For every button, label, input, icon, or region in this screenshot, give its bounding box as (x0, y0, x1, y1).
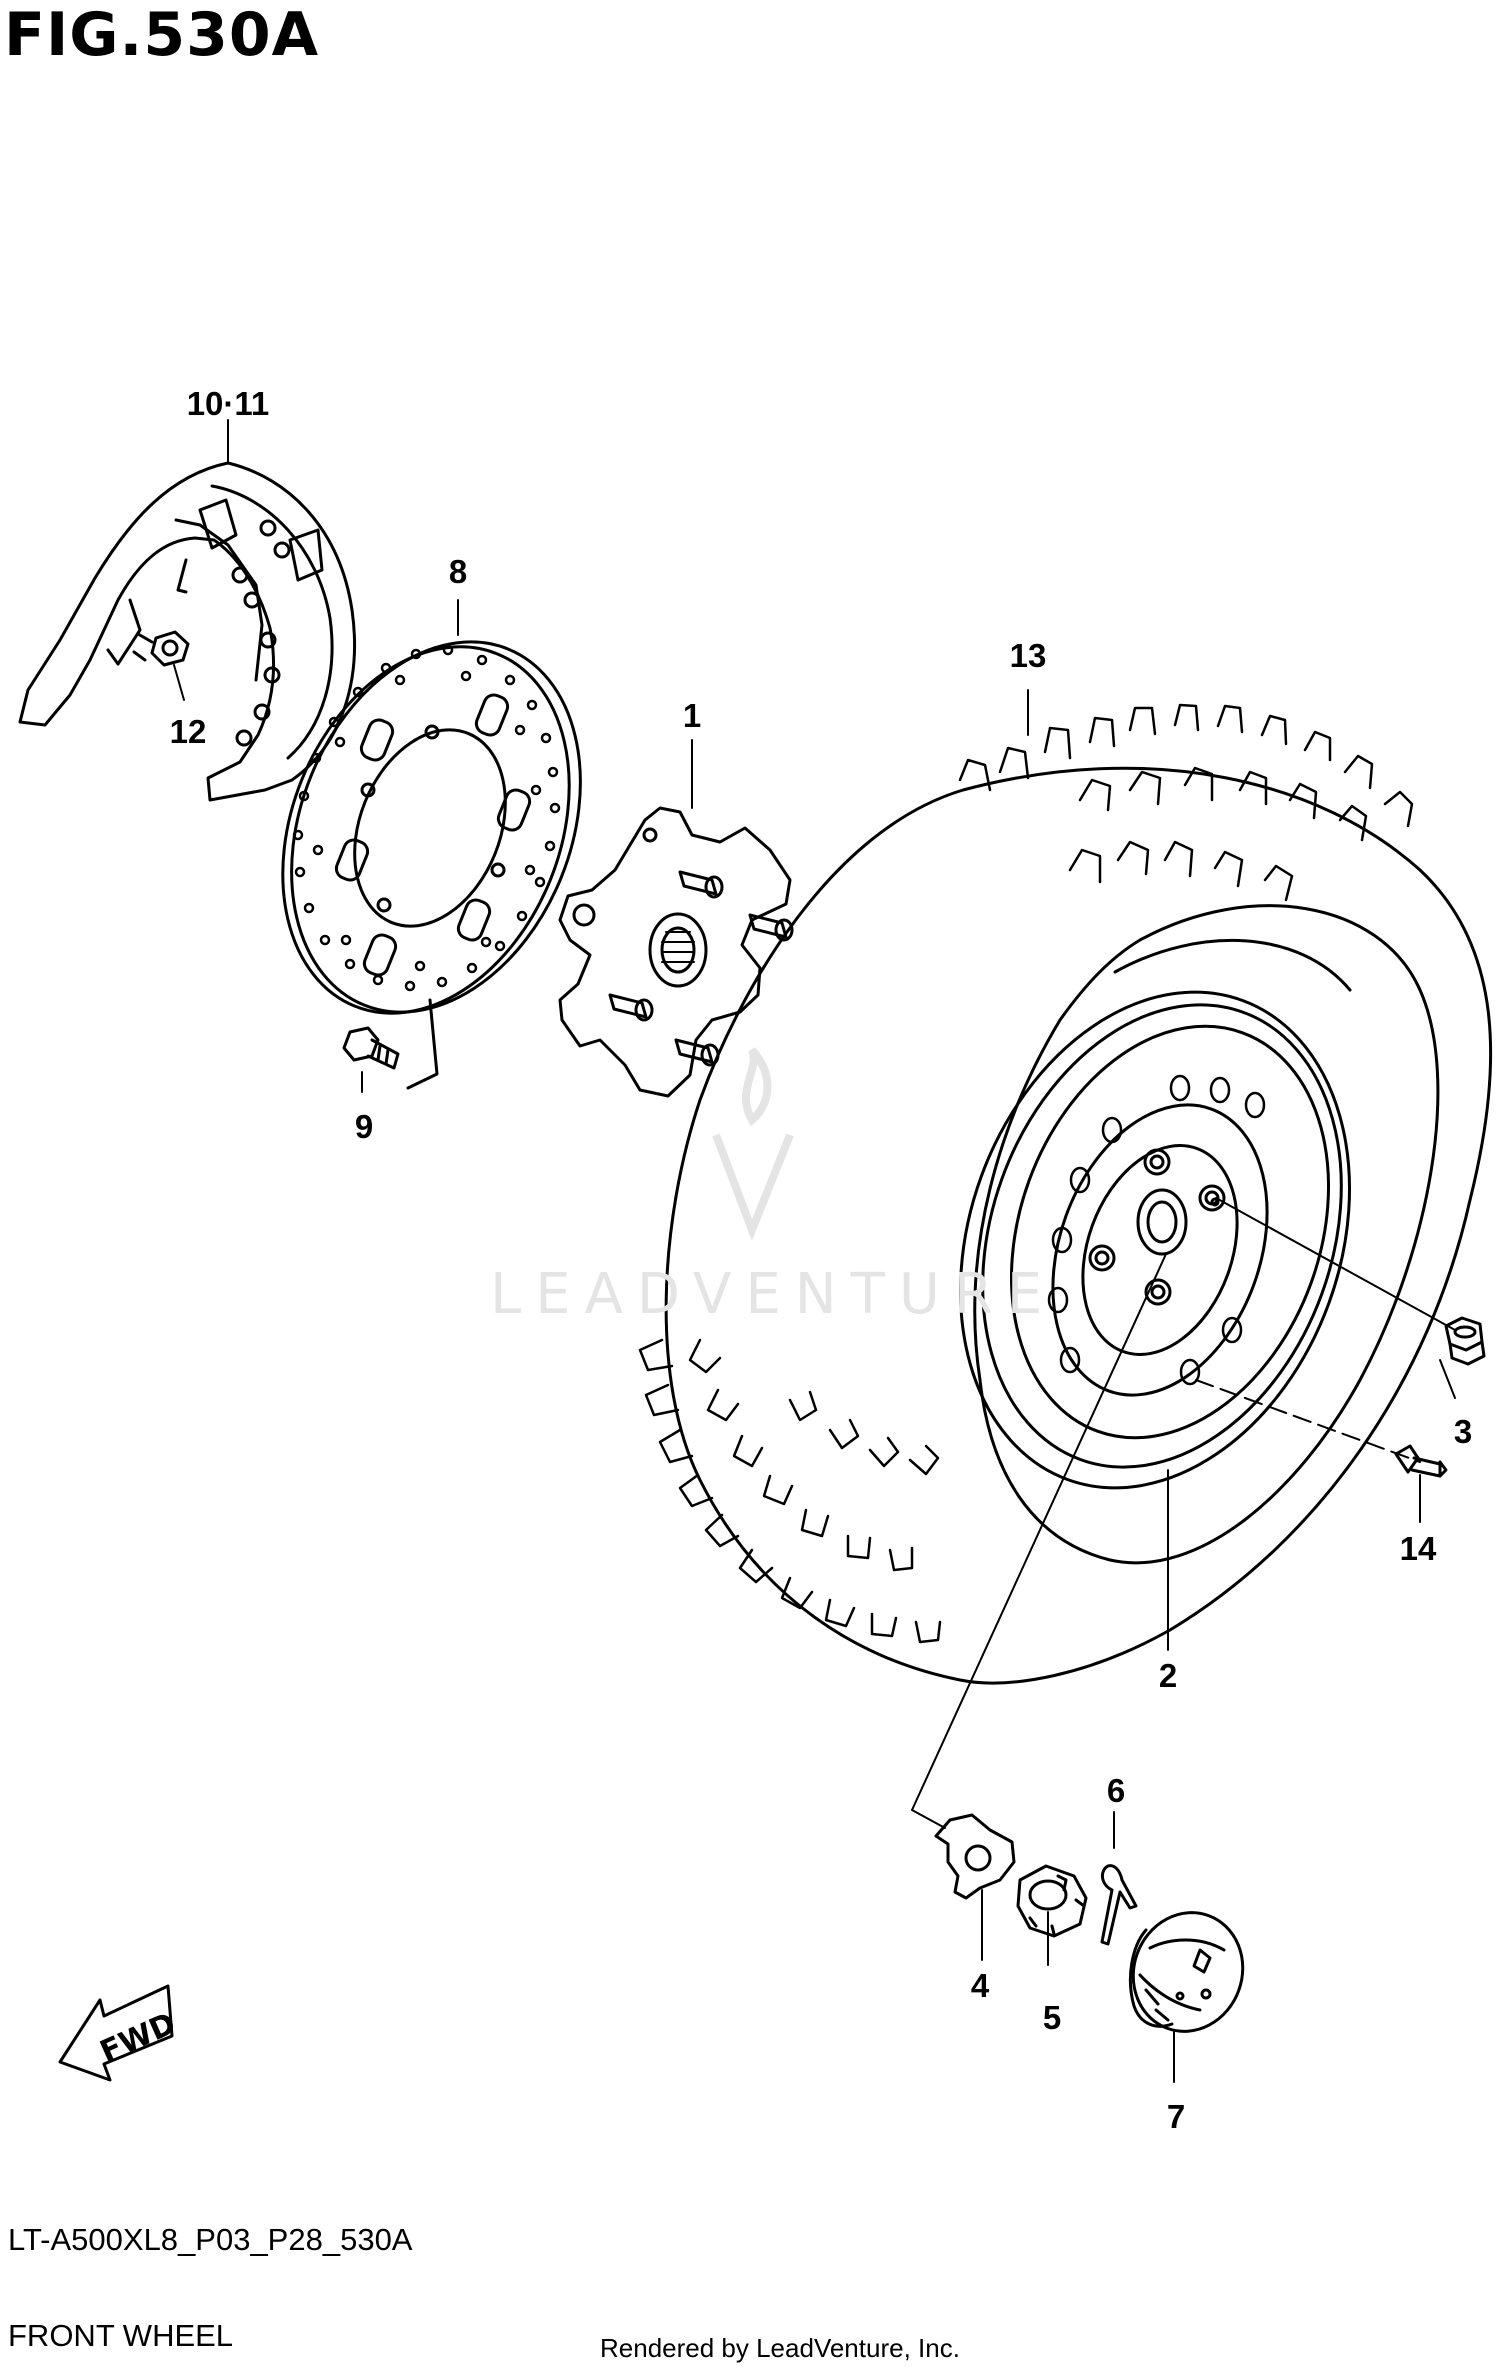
render-credit: Rendered by LeadVenture, Inc. (600, 2333, 960, 2363)
cover-bolt (132, 630, 190, 667)
callout-8: 8 (448, 553, 468, 590)
lock-washer (934, 1813, 1016, 1900)
hub-cap (1128, 1911, 1245, 2033)
callout-12: 12 (169, 713, 207, 750)
castle-nut (1016, 1864, 1088, 1938)
watermark-text: LEADVENTURE (490, 1262, 1057, 1327)
callout-2: 2 (1158, 1657, 1178, 1694)
tire (638, 703, 1493, 1685)
callout-13: 13 (1009, 637, 1047, 674)
disc-cover-guard (18, 461, 356, 802)
watermark-logo (712, 1047, 794, 1242)
callout-1: 1 (682, 697, 702, 734)
leader-lines (173, 419, 1456, 2083)
cotter-pin (1100, 1864, 1138, 1946)
brake-disc (281, 640, 582, 1090)
wheel-nut (1444, 1316, 1486, 1366)
disc-bolt (342, 1026, 400, 1070)
fwd-arrow (58, 1984, 174, 2082)
callout-4: 4 (970, 1967, 990, 2004)
callout-10-11: 10·11 (186, 385, 270, 422)
callout-14: 14 (1399, 1530, 1437, 1567)
callout-3: 3 (1453, 1413, 1473, 1450)
callout-9: 9 (354, 1108, 374, 1145)
figure-title: FIG.530A (4, 0, 320, 70)
wheel-hub (558, 806, 794, 1098)
diagram-subtitle: FRONT WHEEL (8, 2318, 234, 2353)
callout-6: 6 (1106, 1772, 1126, 1809)
wheel-rim (959, 990, 1351, 1490)
diagram-code: LT-A500XL8_P03_P28_530A (8, 2222, 413, 2257)
callout-5: 5 (1042, 1999, 1062, 2036)
tire-valve (1394, 1444, 1448, 1478)
callout-7: 7 (1166, 2098, 1186, 2135)
